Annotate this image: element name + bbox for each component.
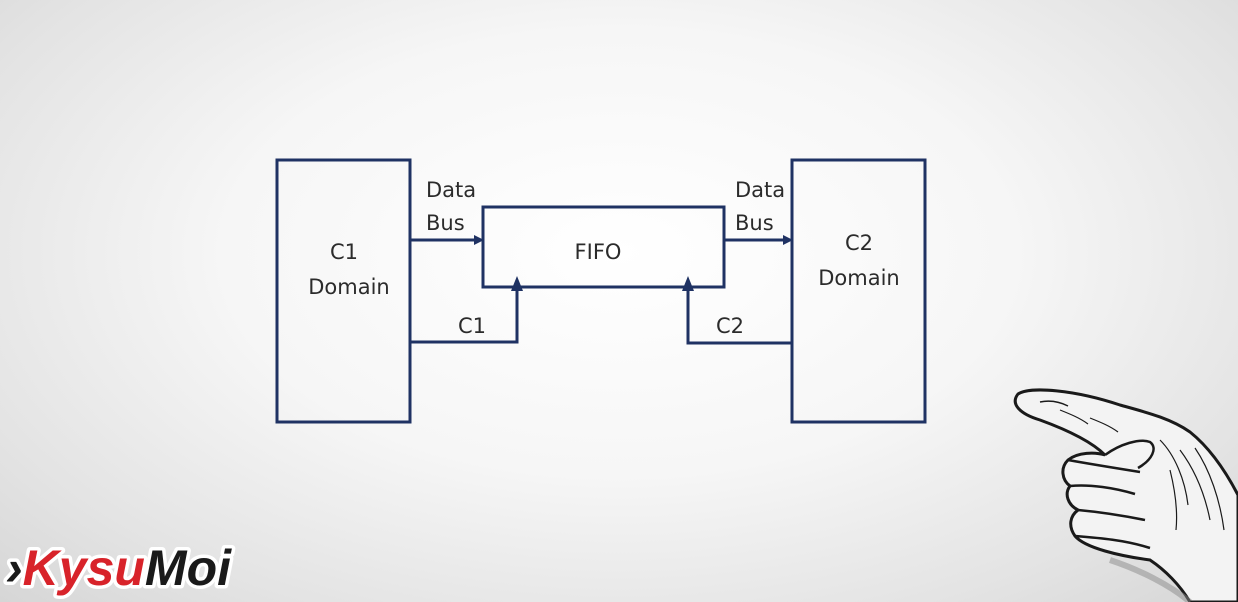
- right-data-bus-label-line1: Data: [735, 178, 785, 202]
- c2-domain-label-line2: Domain: [818, 266, 900, 290]
- right-clock-label: C2: [716, 314, 744, 338]
- right-clock-line: [686, 287, 792, 345]
- c1-domain-label-line2: Domain: [308, 275, 390, 299]
- c2-domain-label-line1: C2: [845, 231, 873, 255]
- left-data-bus-arrowhead: [474, 235, 484, 245]
- logo-chevron-icon: ›: [6, 540, 23, 596]
- left-data-bus-label-line1: Data: [426, 178, 476, 202]
- kysumoi-logo: ›KysuMoi ›KysuMoi: [3, 537, 236, 600]
- right-data-bus-label-line2: Bus: [735, 211, 774, 235]
- right-data-bus-arrowhead: [783, 235, 793, 245]
- left-clock-label: C1: [458, 314, 486, 338]
- left-clock-arrowhead: [511, 276, 523, 291]
- logo-part2: Moi: [145, 540, 232, 596]
- c1-domain-block: [275, 158, 412, 424]
- left-clock-line: [410, 287, 519, 344]
- logo-part1: Kysu: [23, 540, 145, 596]
- c1-domain-label-line1: C1: [330, 240, 358, 264]
- logo-text: ›KysuMoi: [6, 540, 232, 596]
- pointing-hand-icon: [1013, 388, 1238, 602]
- c2-domain-block: [790, 158, 927, 424]
- left-data-bus-label-line2: Bus: [426, 211, 465, 235]
- fifo-label: FIFO: [575, 240, 622, 264]
- svg-text:›KysuMoi: ›KysuMoi: [6, 540, 232, 596]
- fifo-block: [481, 205, 726, 289]
- right-clock-arrowhead: [682, 276, 694, 291]
